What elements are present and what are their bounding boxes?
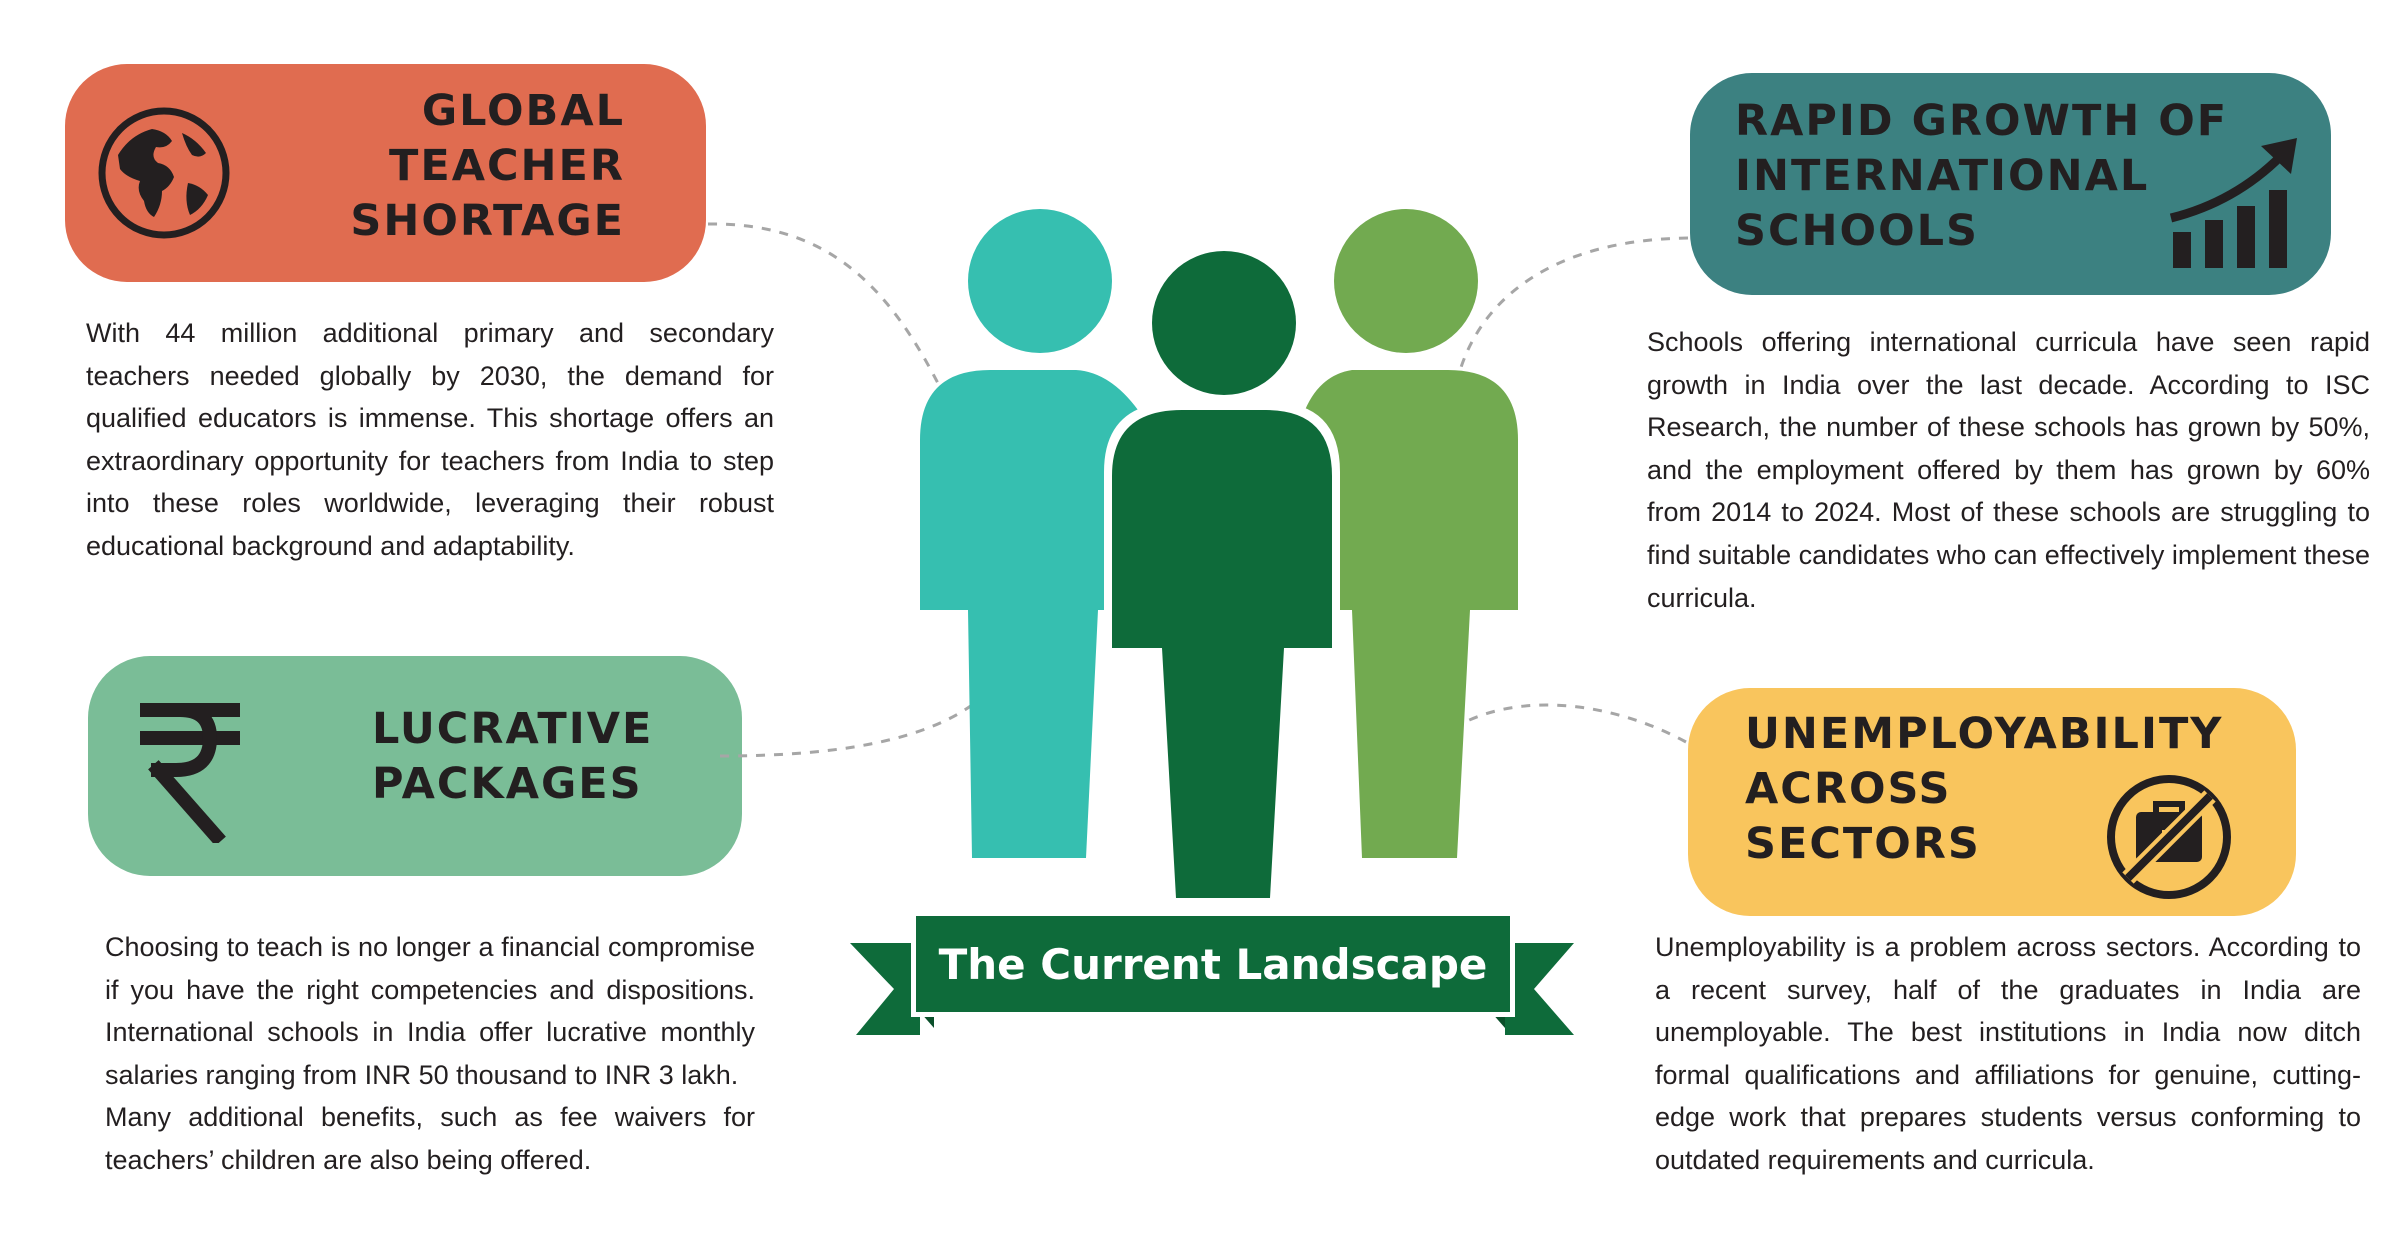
connector-lucrative-packages [719, 606, 1027, 758]
unemployability-title: UNEMPLOYABILITY ACROSS SECTORS [1745, 709, 2224, 869]
unemployability-text: Unemployability is a problem across sect… [1655, 932, 2361, 1175]
rapid-growth-title: RAPID GROWTH OF INTERNATIONAL SCHOOLS [1735, 96, 2229, 256]
figure-left [920, 209, 1138, 858]
global-shortage-title: GLOBAL TEACHER SHORTAGE [350, 86, 625, 246]
lucrative-packages-text: Choosing to teach is no longer a financi… [105, 932, 755, 1175]
banner [850, 911, 1574, 1035]
rapid-growth-text: Schools offering international curricula… [1647, 327, 2370, 613]
no-briefcase-icon [2104, 772, 2234, 906]
rapid-growth-card [1690, 73, 2331, 295]
globe-icon [96, 105, 232, 245]
banner-title: The Current Landscape [938, 939, 1488, 989]
growth-chart-icon [2165, 132, 2305, 276]
rupee-icon [139, 698, 241, 847]
connector-global-shortage [707, 222, 957, 419]
global-shortage-text: With 44 million additional primary and s… [86, 318, 774, 561]
figure-center [1112, 251, 1332, 898]
figure-right [1305, 209, 1518, 858]
lucrative-packages-title: LUCRATIVE PACKAGES [372, 704, 654, 809]
